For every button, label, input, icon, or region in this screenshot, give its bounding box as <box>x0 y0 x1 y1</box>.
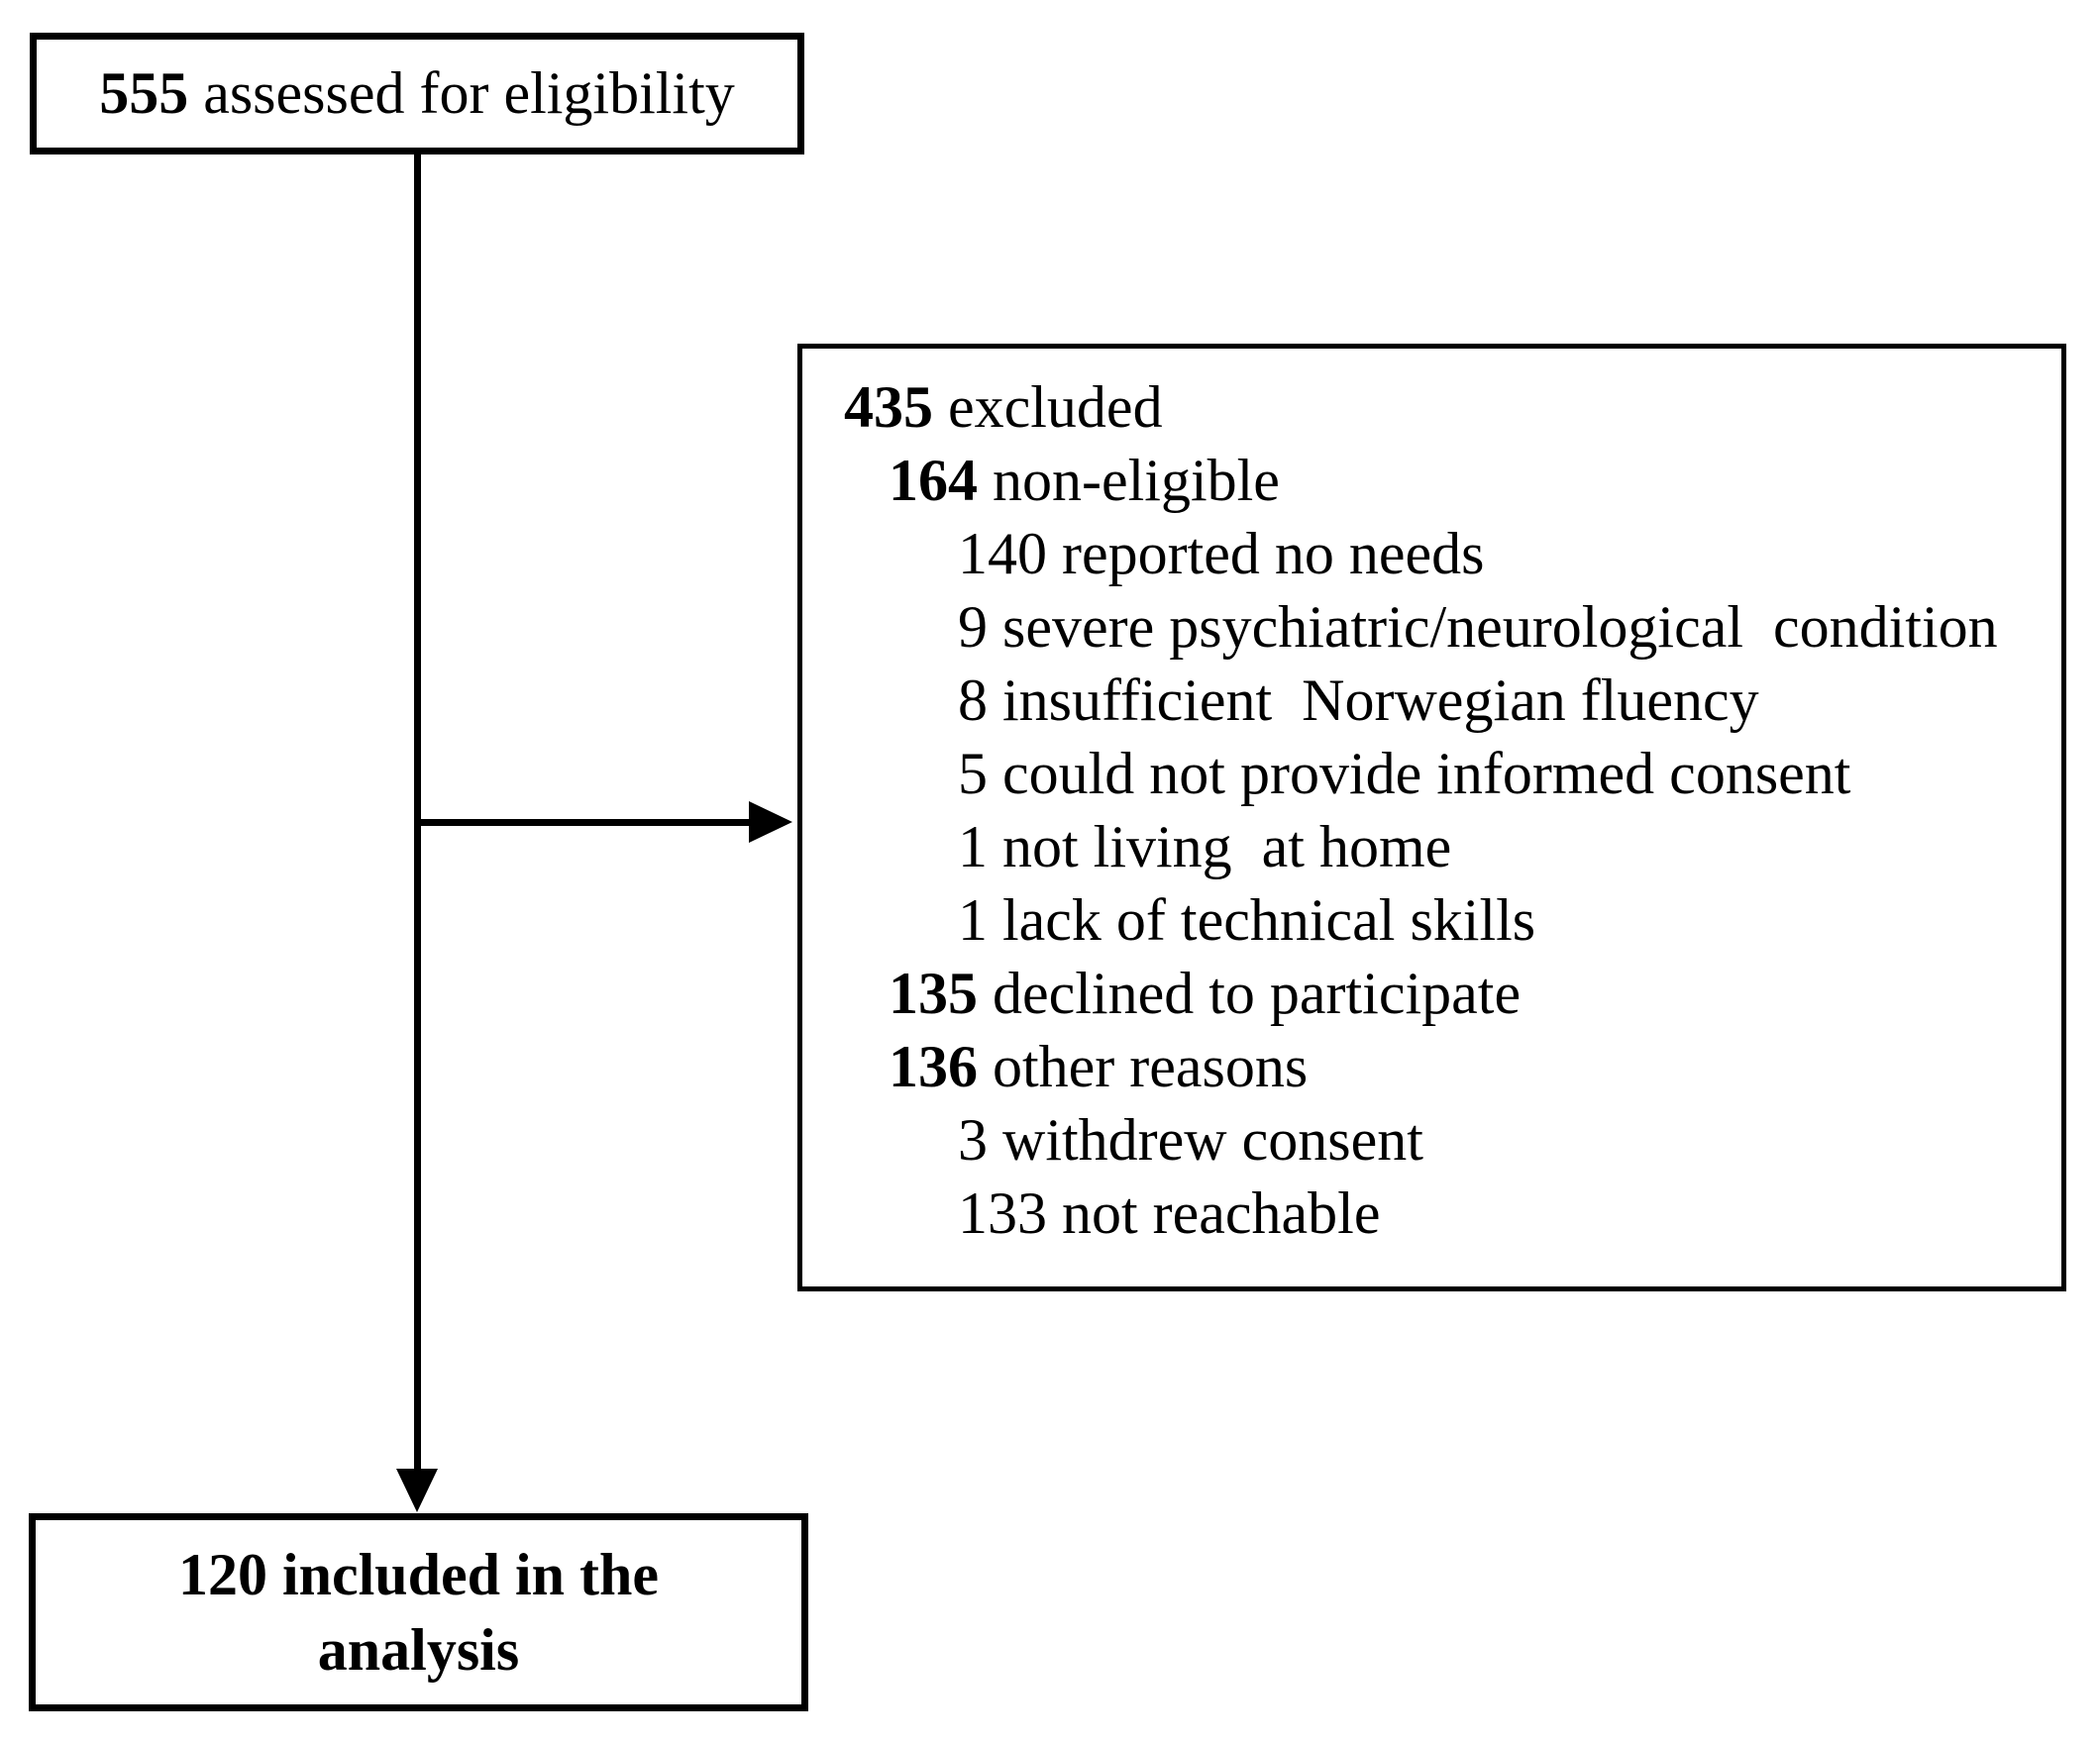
arrow-right-icon <box>749 801 792 843</box>
exclusion-label: not reachable <box>1062 1180 1381 1246</box>
exclusion-label: declined to participate <box>993 961 1522 1026</box>
exclusion-count: 1 <box>958 814 988 879</box>
exclusion-count: 8 <box>958 667 988 733</box>
exclusion-count: 9 <box>958 594 988 660</box>
flow-line-vertical <box>414 154 421 1472</box>
included-line-2: analysis <box>317 1617 520 1683</box>
exclusion-label: insufficient Norwegian fluency <box>1002 667 1759 733</box>
exclusion-label: not living at home <box>1002 814 1452 879</box>
assessed-label: assessed for eligibility <box>203 60 735 126</box>
exclusion-count: 135 <box>889 961 978 1026</box>
exclusion-count: 136 <box>889 1034 978 1099</box>
exclusion-count: 1 <box>958 887 988 953</box>
exclusion-label: reported no needs <box>1062 521 1485 586</box>
exclusion-label: lack of technical skills <box>1002 887 1536 953</box>
exclusion-label: excluded <box>948 374 1163 440</box>
assessed-count: 555 <box>99 60 189 126</box>
exclusion-count: 435 <box>844 374 933 440</box>
arrow-down-icon <box>396 1469 438 1512</box>
exclusion-count: 133 <box>958 1180 1047 1246</box>
included-line-1: 120 included in the <box>177 1542 660 1607</box>
flow-line-horizontal <box>417 819 751 826</box>
exclusion-label: withdrew consent <box>1002 1107 1423 1173</box>
exclusion-label: non-eligible <box>993 448 1280 513</box>
exclusion-count: 140 <box>958 521 1047 586</box>
exclusion-label: could not provide informed consent <box>1002 741 1851 806</box>
exclusion-label: other reasons <box>993 1034 1309 1099</box>
included-box: 120 included in the analysis <box>29 1513 808 1711</box>
exclusion-label: severe psychiatric/neurological conditio… <box>1002 594 1998 660</box>
exclusion-count: 3 <box>958 1107 988 1173</box>
exclusion-count: 5 <box>958 741 988 806</box>
exclusion-count: 164 <box>889 448 978 513</box>
